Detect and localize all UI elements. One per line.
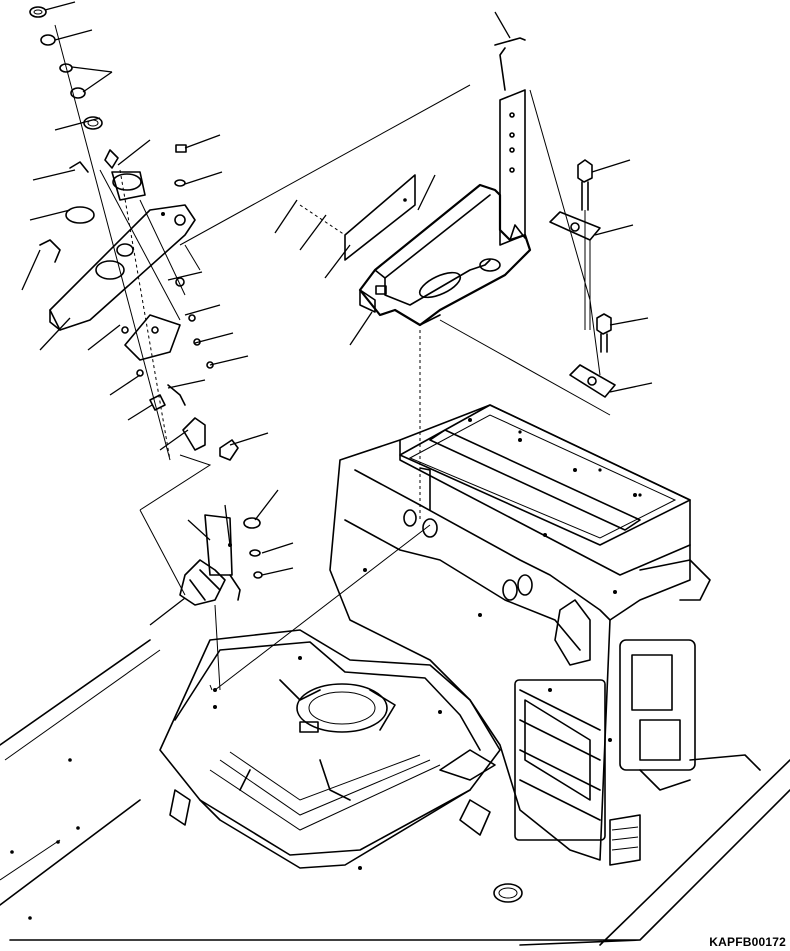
projection-lines bbox=[119, 169, 421, 691]
switch-parts-stack bbox=[29, 6, 239, 461]
leader-lines bbox=[21, 1, 653, 626]
bolt-set-right bbox=[179, 84, 616, 416]
floor-plate bbox=[0, 639, 790, 946]
drawing-code-label: KAPFB00172 bbox=[709, 935, 786, 949]
upper-tray bbox=[399, 404, 691, 546]
mounting-bracket bbox=[344, 37, 532, 327]
wiring-harness bbox=[139, 454, 431, 691]
seat-stand bbox=[159, 629, 501, 870]
heater-unit bbox=[329, 404, 711, 866]
